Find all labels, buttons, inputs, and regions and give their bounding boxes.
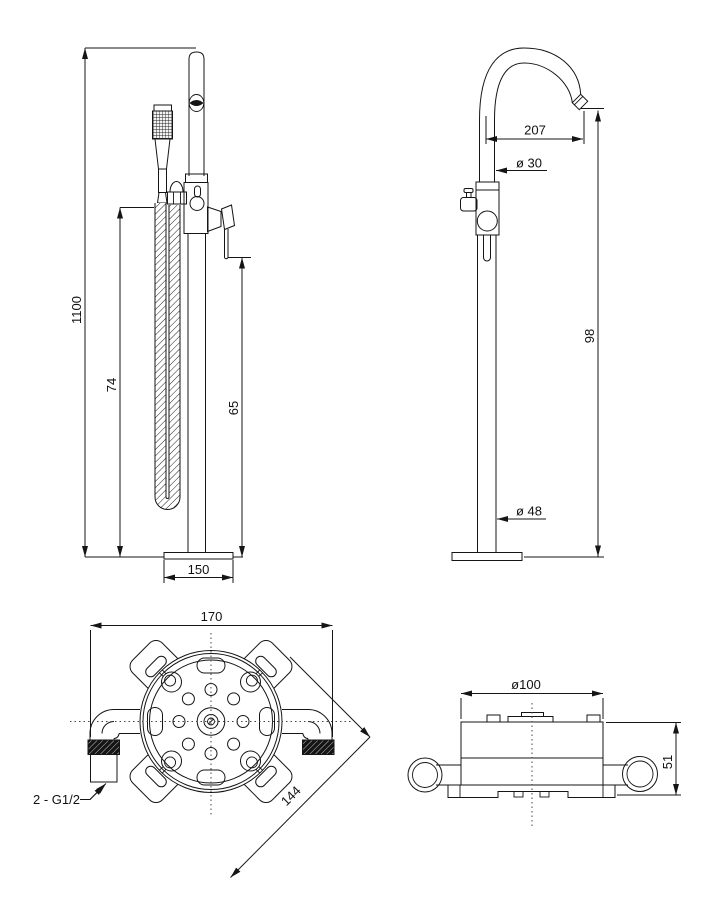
lever-rod [224, 229, 229, 257]
spout-inner-curve [494, 62, 573, 182]
dim-label-dia100: ø100 [511, 677, 541, 692]
front-faucet-outline [152, 51, 236, 560]
dim-label-207: 207 [524, 123, 546, 138]
lever-cone [207, 206, 222, 233]
base-side-outline [407, 712, 658, 798]
tab-sw-slot [145, 765, 167, 788]
top-tab-left [486, 714, 501, 723]
diverter-knob-cap [463, 188, 474, 193]
dim-label-98: 98 [582, 329, 597, 343]
spout-outer-curve [479, 47, 582, 182]
left-pipe [436, 764, 461, 786]
base-side-dimensions: ø100 51 [460, 677, 681, 796]
side-base-plate [451, 552, 523, 561]
flange-foot-left [513, 791, 524, 798]
front-shower-hose [154, 203, 181, 510]
front-aerator-ring [188, 94, 205, 112]
dim-label-65: 65 [226, 401, 241, 415]
left-thread-g12 [87, 739, 120, 755]
hose-nut-dome [169, 181, 184, 193]
bottom-flange [447, 785, 616, 798]
front-column [187, 233, 206, 553]
lever-paddle [220, 204, 236, 231]
side-view: 207 ø 30 98 ø 48 [451, 47, 604, 561]
side-column [477, 235, 497, 553]
tab-ne-slot [255, 655, 277, 678]
hand-shower-cap [153, 104, 172, 112]
front-hand-shower [152, 104, 173, 204]
top-tab-right [586, 714, 601, 723]
dim-label-dia48: ø 48 [516, 504, 542, 519]
dim-ext-144 [289, 656, 371, 738]
tab-se-slot [255, 765, 277, 788]
plan-base-plate [139, 650, 283, 793]
side-valve-pivot [476, 210, 498, 232]
front-valve-body [183, 173, 236, 260]
front-base-plate [163, 552, 234, 560]
side-valve-housing [475, 189, 500, 236]
dim-label-1100: 1100 [69, 296, 84, 324]
dim-label-51: 51 [660, 755, 675, 769]
base-side-view: ø100 51 [407, 677, 681, 827]
hand-shower-handle [158, 168, 167, 193]
top-center-mount [507, 716, 554, 723]
valve-pivot [189, 196, 205, 211]
right-thread-g12 [302, 739, 335, 755]
leader-g12 [89, 783, 107, 800]
side-valve-body [460, 181, 500, 262]
plate-screw-ne [240, 669, 264, 693]
valve-slot [194, 185, 201, 198]
tab-nw-slot [145, 655, 167, 678]
dim-label-g12: 2 - G1/2 [33, 792, 80, 807]
side-valve-collar [475, 181, 500, 191]
diverter-knob-body [460, 197, 478, 212]
hose-hex-nut [167, 191, 187, 205]
hand-shower-head [152, 110, 173, 140]
plan-right-connection [282, 709, 335, 755]
spout-aerator [571, 93, 589, 111]
dim-line-144 [230, 736, 371, 878]
dim-label-74: 74 [104, 378, 119, 392]
side-dimensions: 207 ø 30 98 ø 48 [485, 108, 604, 558]
left-pipe-end [407, 757, 443, 793]
front-aerator-lens [189, 100, 204, 106]
left-connector-body [90, 754, 118, 783]
front-hose-nut [167, 181, 187, 205]
dim-label-dia30: ø 30 [516, 156, 542, 171]
valve-housing [183, 182, 209, 234]
hand-shower-neck [154, 138, 171, 170]
flange-foot-right [539, 791, 550, 798]
plate-screw-nw [158, 669, 182, 693]
plate-slot-s [196, 769, 226, 786]
plate-slot-n [196, 657, 226, 674]
side-lever-rod [483, 235, 491, 258]
front-spout-pipe [188, 51, 205, 176]
front-view: 1100 74 65 150 [69, 47, 251, 583]
front-dimensions: 1100 74 65 150 [69, 47, 251, 583]
plate-screw-sw [158, 750, 182, 774]
dim-label-144: 144 [278, 783, 304, 809]
dim-label-150: 150 [188, 562, 210, 577]
right-pipe-end [622, 756, 658, 792]
plan-view: 170 144 2 - G1/2 [33, 609, 371, 878]
dim-label-170: 170 [201, 609, 223, 624]
side-faucet-outline [451, 47, 589, 561]
plate-screw-se [240, 750, 264, 774]
hand-shower-connector [156, 192, 168, 204]
diverter-knob-stem [466, 192, 472, 198]
